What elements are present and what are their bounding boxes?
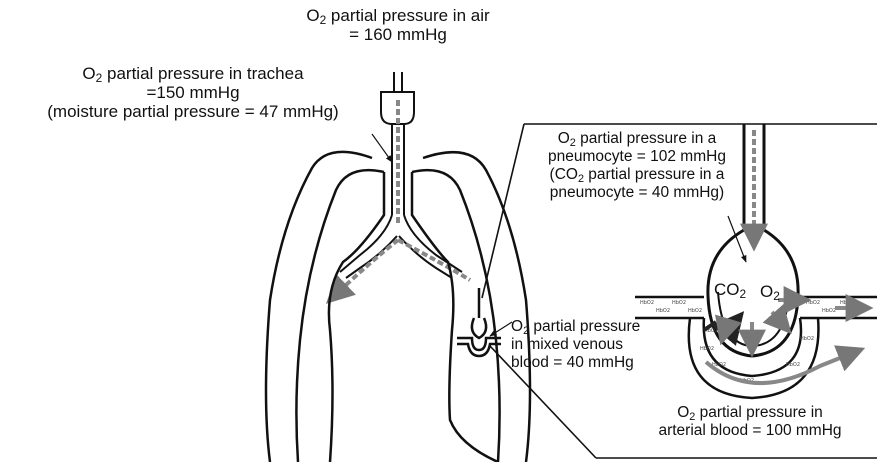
rbc-label: HbO2 [822,308,836,314]
arterial-label: O2 partial pressure in arterial blood = … [630,404,870,440]
trachea-o2-label: O2 partial pressure in trachea =150 mmHg… [4,64,382,121]
rbc-label: HbO2 [672,300,686,306]
rbc-label: HbO2 [806,300,820,306]
air-o2-label: O2 partial pressure in air = 160 mmHg [250,6,546,44]
rbc-label: HbO2 [786,362,800,368]
pneumocyte-label: O2 partial pressure in a pneumocyte = 10… [530,130,744,202]
rbc-label: HbO2 [800,336,814,342]
o2-label: O2 [760,282,780,301]
rbc-label: HbO2 [700,346,714,352]
rbc-label: HbO2 [656,308,670,314]
co2-label: CO2 [714,280,746,299]
lungs [266,152,530,462]
rbc-label: HbO2 [688,308,702,314]
venous-label: O2 partial pressure in mixed venous bloo… [511,318,679,372]
rbc-label: HbO2 [840,300,854,306]
rbc-label: HbO2 [640,300,654,306]
